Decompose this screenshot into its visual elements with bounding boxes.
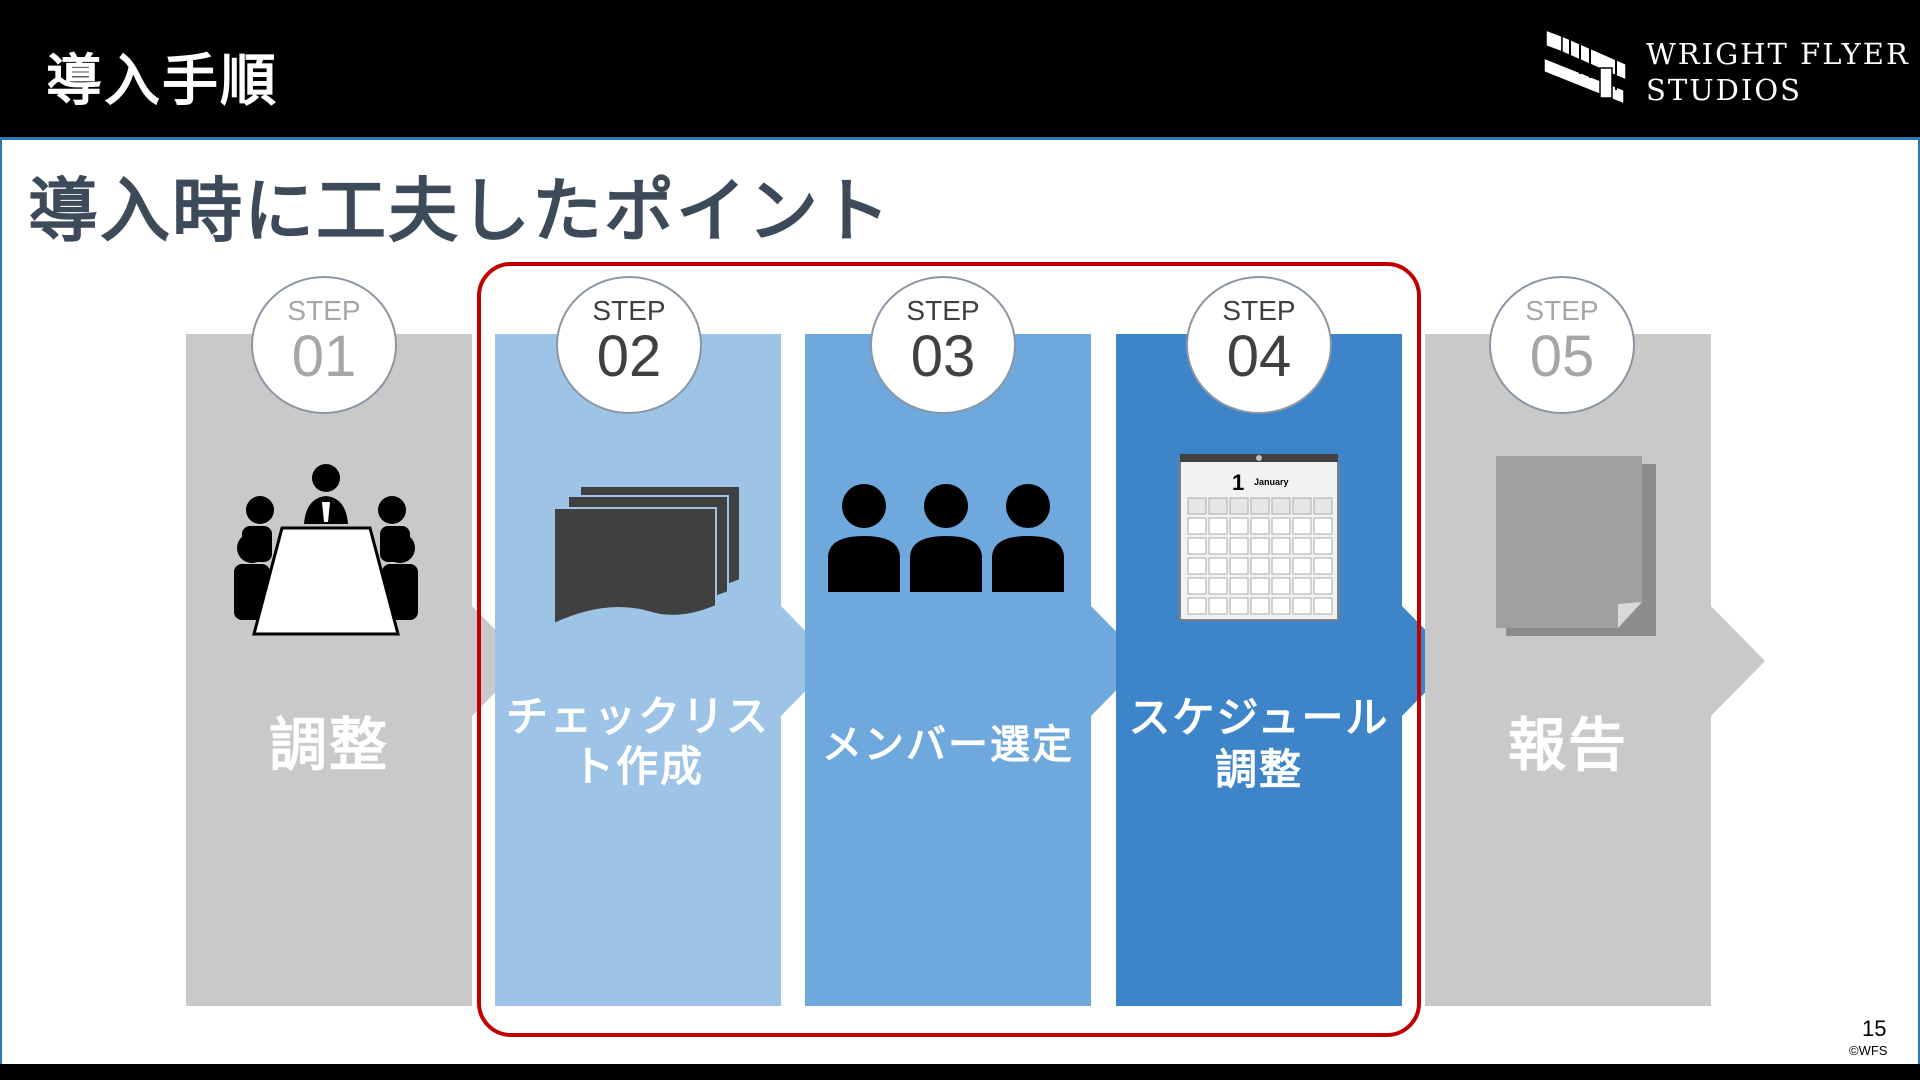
step-02-name-line2: ト作成: [571, 742, 704, 791]
chevron-arrow-icon: [1711, 606, 1765, 716]
step-04-name-line2: 調整: [1214, 745, 1303, 794]
logo-text-line2: STUDIOS: [1646, 73, 1802, 107]
step-label: STEP: [287, 295, 361, 326]
people-icon: [828, 484, 1064, 592]
step-label: STEP: [1525, 295, 1599, 326]
step-04-name-line1: スケジュール: [1128, 693, 1390, 742]
step-number: 02: [596, 324, 662, 389]
step-02-badge: STEP 02: [556, 276, 702, 414]
meeting-icon: [234, 464, 418, 636]
step-04-column: [1116, 334, 1456, 1006]
step-03-badge: STEP 03: [870, 276, 1016, 414]
calendar-icon: 1 January: [1176, 452, 1342, 622]
calendar-month: January: [1254, 477, 1289, 487]
page-number: 15: [1862, 1016, 1887, 1041]
page-title: 導入時に工夫したポイント: [28, 170, 892, 252]
step-01-badge: STEP 01: [251, 276, 397, 414]
document-icon: [1496, 456, 1656, 636]
step-label: STEP: [906, 295, 980, 326]
logo-text-line1: WRIGHT FLYER: [1646, 37, 1910, 71]
calendar-day: 1: [1232, 470, 1245, 495]
step-03-name: メンバー選定: [822, 722, 1074, 768]
step-label: STEP: [1222, 295, 1296, 326]
footer-bar: [0, 1064, 1920, 1080]
company-logo: WRIGHT FLYER STUDIOS: [1540, 28, 1908, 113]
step-01-column: [186, 334, 526, 1006]
step-05-name: 報告: [1507, 711, 1628, 779]
step-number: 04: [1226, 324, 1292, 389]
copyright: ©WFS: [1849, 1043, 1888, 1058]
step-label: STEP: [592, 295, 666, 326]
step-02-name: チェックリス ト作成: [495, 692, 781, 792]
documents-icon: [553, 485, 741, 626]
step-04-badge: STEP 04: [1186, 276, 1332, 414]
step-02-name-line1: チェックリス: [505, 692, 770, 741]
step-05-badge: STEP 05: [1489, 276, 1635, 414]
wright-flyer-icon: [1543, 28, 1627, 106]
step-01-name: 調整: [268, 711, 389, 779]
step-04-name: スケジュール 調整: [1116, 692, 1402, 796]
step-number: 03: [910, 324, 976, 389]
step-05-column: [1425, 334, 1765, 1006]
section-title: 導入手順: [46, 49, 278, 114]
step-number: 01: [291, 324, 357, 389]
highlight-frame: [477, 262, 1421, 1037]
step-number: 05: [1529, 324, 1595, 389]
